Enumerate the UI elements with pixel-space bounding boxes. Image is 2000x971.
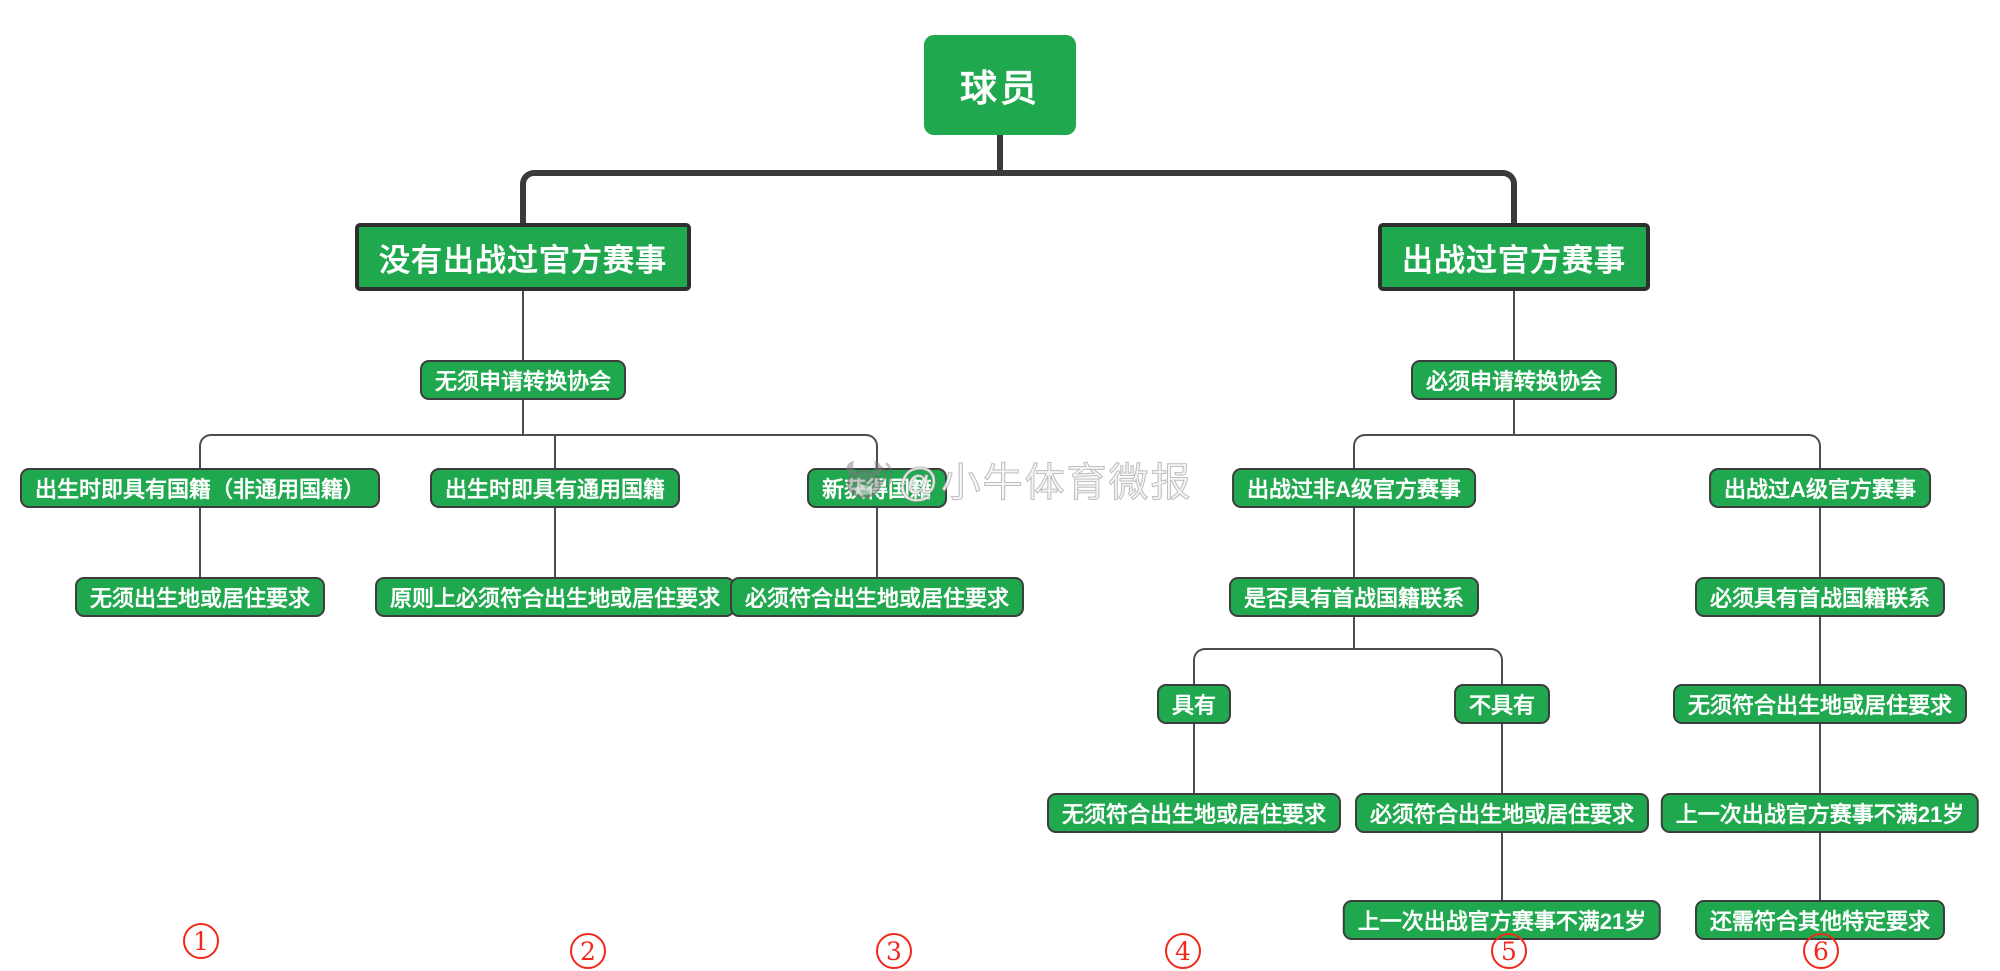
node-has-first-match-nationality-link-question: 是否具有首战国籍联系 bbox=[1228, 577, 1480, 617]
connector-line bbox=[554, 508, 556, 577]
node-in-principle-must-meet-req: 原则上必须符合出生地或居住要求 bbox=[374, 577, 736, 617]
node-newly-acquired-nationality: 新获得国籍 bbox=[806, 468, 948, 508]
connector-line bbox=[1501, 833, 1503, 900]
footnote-number-5: 5 bbox=[1491, 933, 1527, 969]
node-player: 球员 bbox=[924, 35, 1076, 135]
footnote-number-2: 2 bbox=[570, 933, 606, 969]
node-played-official-matches: 出战过官方赛事 bbox=[1378, 223, 1650, 291]
connector-bracket bbox=[199, 434, 878, 468]
connector-bracket bbox=[1193, 648, 1503, 684]
connector-line bbox=[522, 291, 524, 360]
connector-bracket bbox=[520, 170, 1517, 223]
connector-line bbox=[1819, 508, 1821, 577]
node-no-association-change-needed: 无须申请转换协会 bbox=[419, 360, 627, 400]
connector-line bbox=[1819, 617, 1821, 684]
node-no-birthplace-residence-req: 无须出生地或居住要求 bbox=[74, 577, 326, 617]
footnote-number-1: 1 bbox=[183, 923, 219, 959]
footnote-number-4: 4 bbox=[1165, 933, 1201, 969]
footnote-number-6: 6 bbox=[1803, 933, 1839, 969]
footnote-number-3: 3 bbox=[876, 933, 912, 969]
connector-line bbox=[1353, 508, 1355, 577]
node-played-a-level: 出战过A级官方赛事 bbox=[1709, 468, 1931, 508]
node-must-meet-req-no-link: 必须符合出生地或居住要求 bbox=[1354, 793, 1650, 833]
node-must-apply-association-change: 必须申请转换协会 bbox=[1410, 360, 1618, 400]
node-no-need-meet-req-a-level: 无须符合出生地或居住要求 bbox=[1672, 684, 1968, 724]
connector-line bbox=[1193, 724, 1195, 793]
node-no-official-matches: 没有出战过官方赛事 bbox=[355, 223, 691, 291]
node-under-21-last-match-a-level: 上一次出战官方赛事不满21岁 bbox=[1660, 793, 1980, 833]
connector-line bbox=[997, 135, 1003, 172]
node-no-link: 不具有 bbox=[1453, 684, 1551, 724]
connector-line bbox=[1513, 400, 1515, 436]
node-under-21-last-match-no-link: 上一次出战官方赛事不满21岁 bbox=[1342, 900, 1662, 940]
connector-line bbox=[199, 508, 201, 577]
node-no-need-meet-req-has-link: 无须符合出生地或居住要求 bbox=[1046, 793, 1342, 833]
node-nationality-at-birth-non-universal: 出生时即具有国籍（非通用国籍） bbox=[19, 468, 381, 508]
connector-line bbox=[1501, 724, 1503, 793]
connector-bracket bbox=[1353, 434, 1821, 468]
connector-line bbox=[1819, 833, 1821, 900]
node-must-meet-birthplace-residence-req: 必须符合出生地或居住要求 bbox=[729, 577, 1025, 617]
connector-line bbox=[1513, 291, 1515, 360]
connector-line bbox=[1353, 617, 1355, 650]
connector-line bbox=[1819, 724, 1821, 793]
connector-line bbox=[876, 508, 878, 577]
connector-line bbox=[554, 434, 556, 468]
node-played-non-a-level: 出战过非A级官方赛事 bbox=[1232, 468, 1476, 508]
node-has-link: 具有 bbox=[1156, 684, 1232, 724]
node-nationality-at-birth-universal: 出生时即具有通用国籍 bbox=[429, 468, 681, 508]
node-must-have-first-match-nationality-link: 必须具有首战国籍联系 bbox=[1694, 577, 1946, 617]
connector-line bbox=[522, 400, 524, 436]
